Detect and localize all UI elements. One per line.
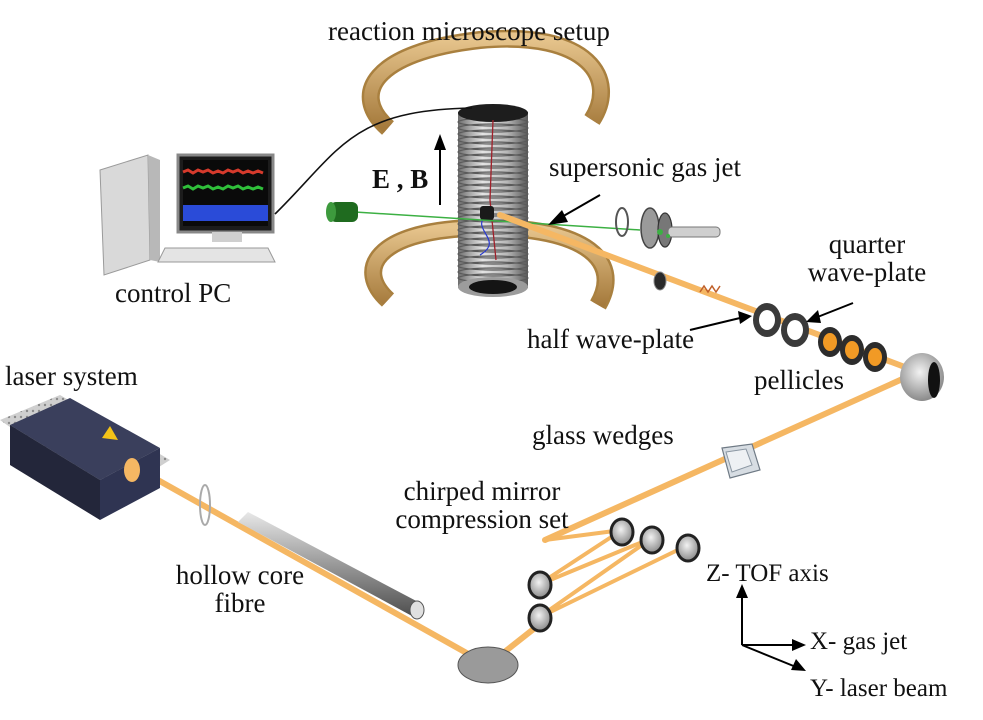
laser-system-label: laser system [5,361,138,391]
chirped-mirrors [527,517,701,633]
gas-jet-arrow [559,194,601,219]
turning-mirror-right [900,353,944,401]
pellicles-label: pellicles [754,365,844,395]
cylinder-ring [457,153,529,163]
pc-cable [274,107,473,215]
quarter-plate-arrowhead [806,310,821,323]
gas-jet-label: supersonic gas jet [549,152,741,182]
control-pc [99,153,276,276]
cylinder-ring [457,243,529,253]
quarter-wave-plate-line2: wave-plate [807,257,927,288]
turning-mirror-bottom [457,646,519,684]
iris [653,271,667,291]
z-axis-label: Z- TOF axis [706,560,829,587]
laser-box [0,395,170,520]
cylinder-ring [457,147,529,157]
glass-wedges-label: glass wedges [532,420,674,450]
pellicles [818,327,887,372]
coordinate-axes [741,592,797,668]
cylinder-ring [457,249,529,259]
quarter-plate-arrow [814,302,854,319]
compression-beams [536,528,689,620]
spectrometer-cylinder [457,104,529,297]
cylinder-ring [457,255,529,265]
cylinder-ring [457,141,529,151]
half-wave-plates [753,303,809,347]
y-arrowhead [791,659,806,671]
quarter-wave-plate-line1: quarter [828,229,906,259]
cylinder-ring [457,183,529,193]
hollow-core-line2: fibre [214,588,266,619]
hollow-core-fibre [238,512,425,620]
field-arrow [434,134,446,205]
coil-top [361,29,610,135]
control-pc-label: control PC [115,278,232,308]
green-source [326,202,358,222]
gas-nozzle [615,207,721,249]
z-arrowhead [736,584,748,598]
field-label: E , B [372,164,429,194]
cylinder-ring [457,159,529,169]
quarter-wave-plate-label: quarter wave-plate [792,230,942,287]
glass-wedges [721,443,761,479]
y-axis-label: Y- laser beam [810,675,948,702]
cylinder-ring [457,177,529,187]
gas-jet-arrowhead [548,210,568,225]
cylinder-ring [457,189,529,199]
focusing-lens [199,484,211,526]
cylinder-ring [457,261,529,271]
x-axis-label: X- gas jet [810,628,908,655]
half-plate-arrowhead [738,311,752,324]
x-arrowhead [792,639,806,651]
diagram-title: reaction microscope setup [328,16,610,46]
cylinder-ring [457,165,529,175]
cylinder-ring [457,267,529,277]
half-plate-arrow [689,317,741,331]
cylinder-ring [457,237,529,247]
gas-jet-line [354,211,641,231]
half-wave-plate-label: half wave-plate [527,324,695,354]
chirped-mirror-line2: compression set [395,504,569,535]
cylinder-ring [457,195,529,205]
hollow-core-line1: hollow core [175,560,305,590]
beam-zigzag [699,284,721,294]
hollow-core-label: hollow core fibre [150,561,330,618]
chirped-mirror-label: chirped mirror compression set [372,477,592,534]
cylinder-ring [457,171,529,181]
chirped-mirror-line1: chirped mirror [403,476,561,506]
